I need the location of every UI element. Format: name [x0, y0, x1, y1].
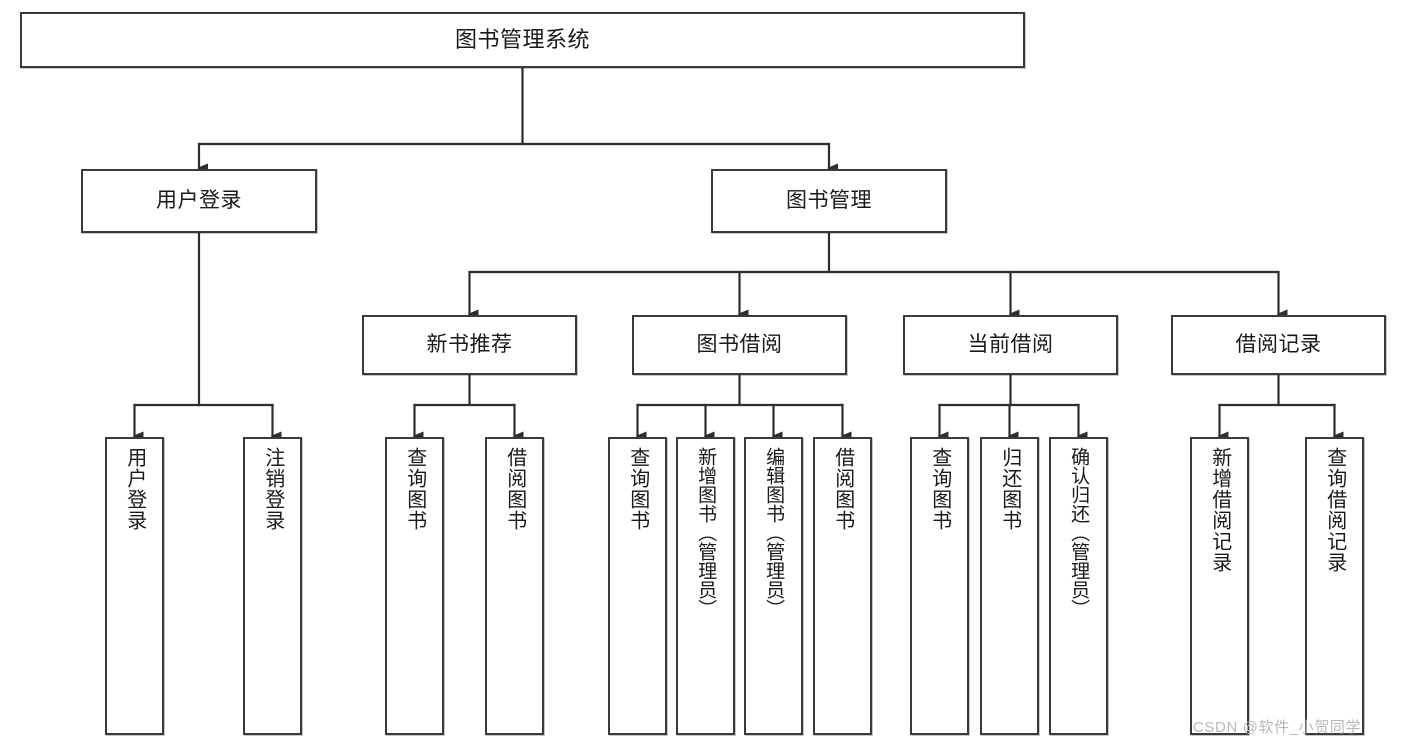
- node-label: 查询图书: [928, 447, 951, 531]
- node-label: 图书管理系统: [454, 27, 590, 53]
- node-label: 归还图书: [998, 447, 1021, 531]
- node-label: 用户登录: [156, 188, 242, 212]
- node-l-bo-edit[interactable]: 编辑图书（管理员）: [744, 437, 803, 735]
- node-records[interactable]: 借阅记录: [1171, 315, 1386, 375]
- node-label: 新增图书（管理员）: [695, 447, 717, 618]
- node-l-bo-query[interactable]: 查询图书: [608, 437, 667, 735]
- node-l-bo-borrow[interactable]: 借阅图书: [813, 437, 872, 735]
- node-label: 借阅图书: [503, 447, 526, 531]
- node-label: 查询借阅记录: [1323, 447, 1346, 573]
- node-l-logout[interactable]: 注销登录: [243, 437, 302, 735]
- node-l-cu-return[interactable]: 归还图书: [980, 437, 1039, 735]
- node-label: 注销登录: [261, 447, 284, 531]
- node-current[interactable]: 当前借阅: [903, 315, 1118, 375]
- node-l-bo-add[interactable]: 新增图书（管理员）: [676, 437, 735, 735]
- node-l-cu-query[interactable]: 查询图书: [910, 437, 969, 735]
- node-label: 编辑图书（管理员）: [763, 447, 785, 618]
- node-label: 确认归还（管理员）: [1068, 447, 1090, 618]
- node-l-userlogin[interactable]: 用户登录: [105, 437, 164, 735]
- node-bookmgmt[interactable]: 图书管理: [711, 169, 947, 233]
- watermark: CSDN @软件_小贺同学: [1193, 719, 1362, 736]
- node-root[interactable]: 图书管理系统: [20, 12, 1025, 68]
- node-l-nb-borrow[interactable]: 借阅图书: [485, 437, 544, 735]
- node-newbook[interactable]: 新书推荐: [362, 315, 577, 375]
- node-label: 图书借阅: [696, 332, 783, 356]
- node-label: 新增借阅记录: [1208, 447, 1231, 573]
- node-l-re-query[interactable]: 查询借阅记录: [1305, 437, 1364, 735]
- node-label: 借阅图书: [831, 447, 854, 531]
- node-l-nb-query[interactable]: 查询图书: [385, 437, 444, 735]
- node-label: 当前借阅: [967, 332, 1054, 356]
- node-label: 查询图书: [626, 447, 649, 531]
- node-label: 用户登录: [123, 447, 146, 531]
- node-l-re-add[interactable]: 新增借阅记录: [1190, 437, 1249, 735]
- node-label: 查询图书: [403, 447, 426, 531]
- node-label: 新书推荐: [426, 332, 513, 356]
- node-label: 图书管理: [786, 188, 872, 212]
- node-borrow[interactable]: 图书借阅: [632, 315, 847, 375]
- node-login[interactable]: 用户登录: [81, 169, 317, 233]
- node-l-cu-confirm[interactable]: 确认归还（管理员）: [1049, 437, 1108, 735]
- node-label: 借阅记录: [1235, 332, 1322, 356]
